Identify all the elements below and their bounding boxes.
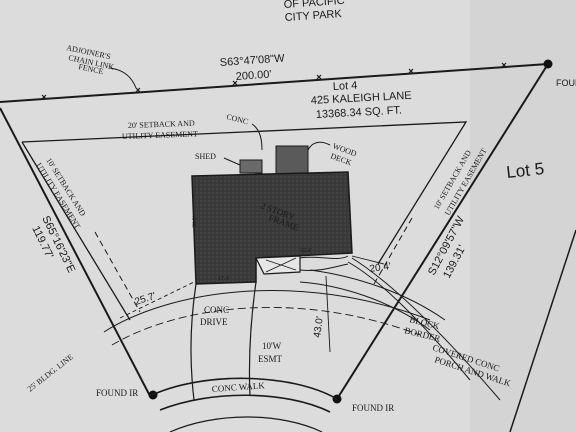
- house-dim-b: 32.4': [300, 248, 312, 254]
- paper-shadow: [470, 0, 576, 432]
- north-line-bearing: S63°47'08"W: [219, 52, 285, 69]
- lot-address: 425 KALEIGH LANE: [311, 90, 412, 107]
- conc-pad-leader: [251, 123, 263, 151]
- curb-arc: [169, 416, 323, 432]
- block-border-arc-2: [309, 269, 446, 321]
- north-property-line: [0, 63, 549, 103]
- porch-walk-arc: [347, 261, 471, 381]
- fence-x-marks: [41, 62, 507, 100]
- drive-label-line1: CONC: [204, 305, 229, 315]
- building-line-arc: [103, 289, 431, 333]
- top-easement-line2: UTILITY EASEMENT: [122, 129, 198, 141]
- adjacent-lot5-label: Lot 5: [505, 159, 545, 182]
- front-esmt-line2: ESMT: [258, 354, 283, 364]
- porch-walk-arc-2: [351, 257, 501, 401]
- setback-left-line: [21, 141, 131, 321]
- conc-pad: [239, 159, 263, 174]
- wood-deck: [275, 145, 309, 175]
- shed-label: SHED: [195, 152, 216, 161]
- east-property-line: [336, 63, 549, 400]
- drive-label-line2: DRIVE: [200, 317, 228, 327]
- found-ir-left: FOUND IR: [96, 388, 138, 398]
- porch-x: [265, 257, 297, 273]
- fence-leader: [109, 67, 137, 89]
- dim-line-front: [325, 275, 331, 353]
- dim-right-offset: 20.4': [369, 261, 392, 275]
- driveway-right-edge: [248, 281, 257, 397]
- found-ir-right: FOUND IR: [352, 403, 394, 413]
- porch-walk: [299, 255, 349, 271]
- lot-area: 13368.34 SQ. FT.: [316, 104, 403, 120]
- setback-line: [21, 121, 468, 265]
- front-esmt-line1: 10'W: [262, 341, 282, 351]
- block-border-arc-1: [299, 281, 431, 331]
- park-label-line2: CITY PARK: [284, 8, 342, 24]
- walk-inner-arc: [159, 394, 331, 413]
- covered-porch: [255, 255, 301, 275]
- house-dim-a: 38.3': [192, 216, 198, 228]
- west-dashed-line: [94, 231, 141, 313]
- house-dim-c: 17.4': [218, 276, 230, 282]
- park-label-line1: OF PACIFIC: [283, 0, 345, 11]
- walk-outer-arc: [149, 377, 338, 400]
- north-line-distance: 200.00': [235, 69, 272, 83]
- top-easement-line1: 20' SETBACK AND: [128, 119, 195, 130]
- driveway-left-edge: [190, 283, 197, 401]
- lot-number: Lot 4: [333, 80, 358, 93]
- corner-iron-ne: [543, 59, 553, 69]
- found-edge-label: FOUN: [556, 78, 576, 88]
- shed-leader: [223, 157, 241, 166]
- lot5-east-line: [509, 229, 576, 432]
- easement-arc: [111, 307, 421, 346]
- deck-leader: [307, 141, 331, 151]
- east-dashed-line: [373, 217, 413, 285]
- dim-front-offset: 43.0': [312, 316, 326, 339]
- dim-line-right: [351, 255, 385, 265]
- west-property-line: [0, 107, 151, 397]
- walk-label: CONC WALK: [211, 380, 265, 394]
